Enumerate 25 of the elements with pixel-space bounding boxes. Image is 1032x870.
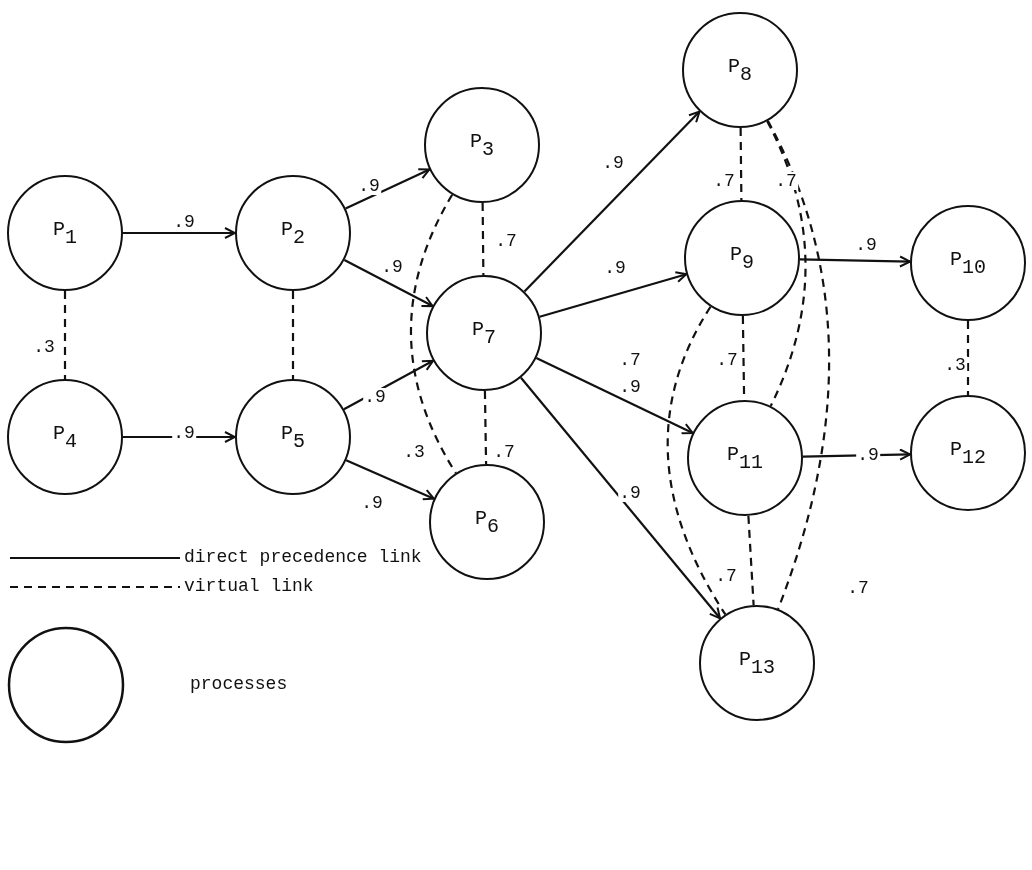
arrow xyxy=(539,271,688,318)
connector-line xyxy=(766,120,807,407)
legend-label: processes xyxy=(190,673,288,695)
arrow xyxy=(345,168,431,210)
connector-line xyxy=(63,291,67,379)
arrow xyxy=(535,357,694,435)
arrow xyxy=(345,459,435,501)
arrow xyxy=(802,448,911,461)
legend-label: virtual link xyxy=(184,575,314,597)
arrow xyxy=(123,227,236,239)
connector-line xyxy=(666,306,727,615)
arrow xyxy=(343,258,434,308)
edge-label: .9 xyxy=(618,484,642,502)
arrow xyxy=(343,359,435,411)
connector-line xyxy=(483,390,488,465)
arrow xyxy=(799,255,911,268)
arrow xyxy=(123,431,236,443)
connector-line xyxy=(966,321,970,395)
connector-line xyxy=(291,291,295,379)
connector-line xyxy=(739,128,743,200)
connector-line xyxy=(747,515,755,606)
arrow xyxy=(520,377,722,620)
arrow xyxy=(523,110,701,293)
legend-label: direct precedence link xyxy=(184,546,422,568)
connector-line xyxy=(481,203,485,275)
